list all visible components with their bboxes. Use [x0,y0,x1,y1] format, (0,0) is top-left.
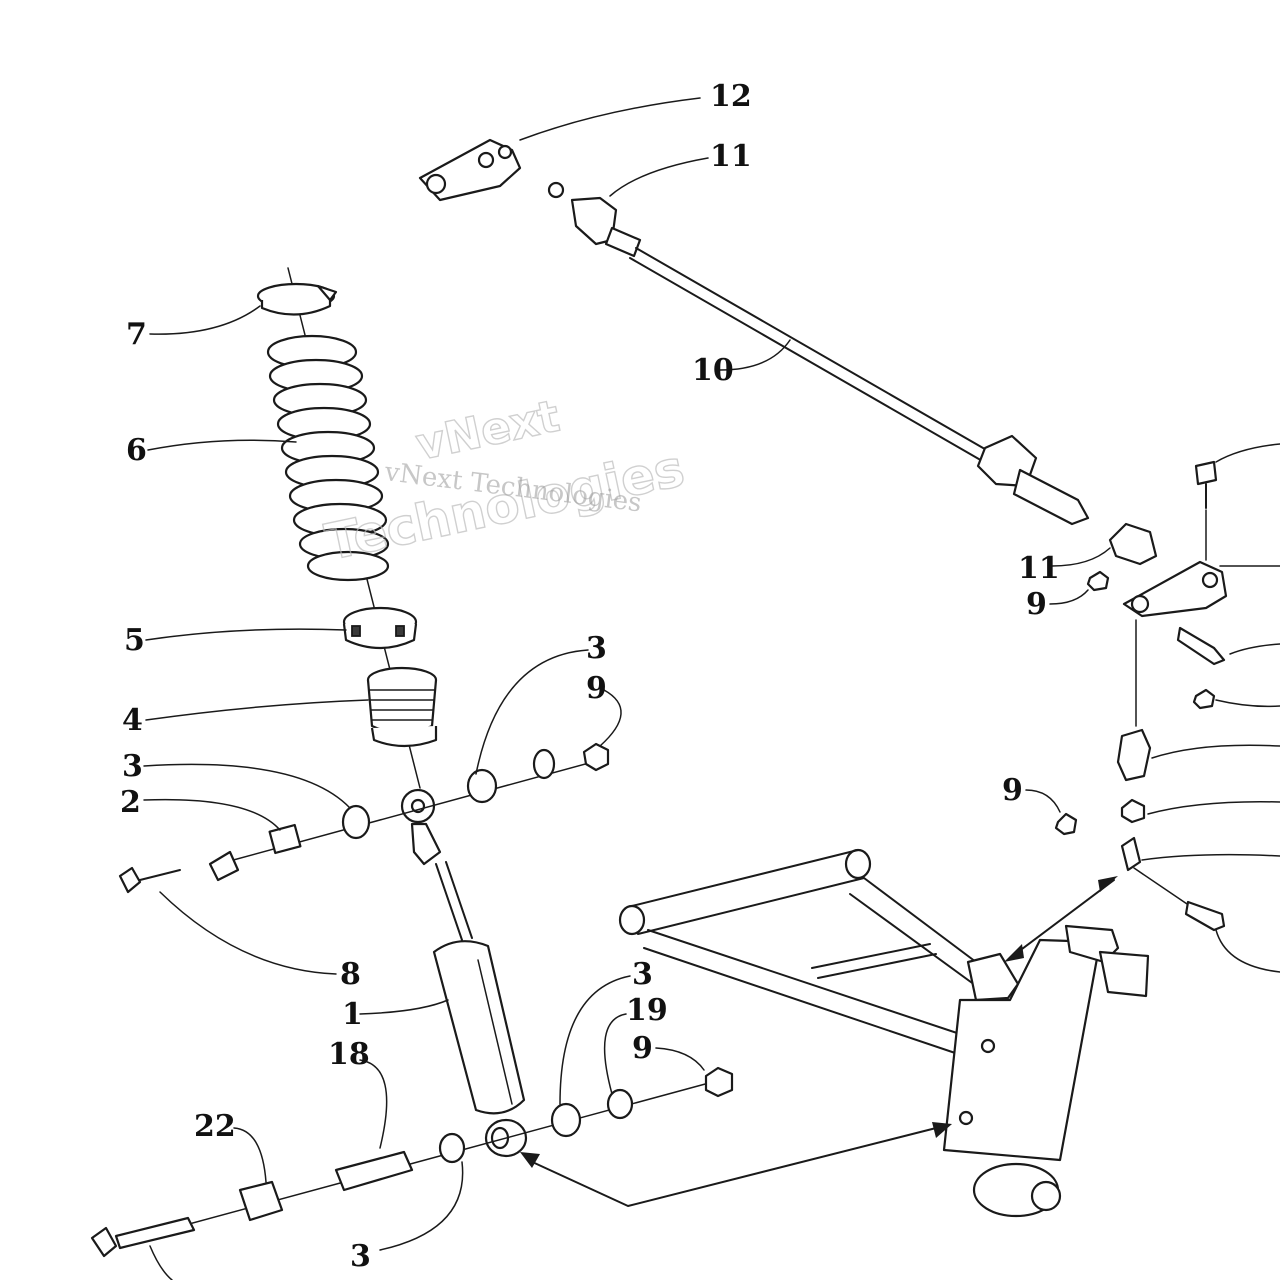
upright [942,938,1102,1162]
shock-assembly [90,267,734,1258]
callout-9: 9 [586,671,607,706]
callout-9: 9 [632,1031,653,1066]
spring-seat-5 [342,606,418,650]
callout-9: 9 [1002,773,1023,808]
callout-4: 4 [122,703,143,738]
callouts: 12 11 10 11 9 7 6 5 4 3 9 3 2 9 8 1 3 19… [120,79,1060,1274]
spacer-22 [238,1180,284,1222]
leader-lines [143,97,1280,1280]
nut-9-lower [704,1066,734,1098]
sleeve-18 [334,1150,414,1192]
callout-8: 8 [340,957,361,992]
callout-3: 3 [350,1239,371,1274]
callout-12: 12 [710,79,752,114]
coil-spring-6 [266,334,390,582]
callout-3: 3 [122,749,143,784]
bushing-3-lower-right [550,1102,582,1138]
callout-10: 10 [692,353,734,388]
callout-5: 5 [124,623,145,658]
watermark: vNext Technologies vNext Technologies [320,390,690,572]
callout-11: 11 [710,139,752,174]
shock-body-1 [432,940,526,1115]
callout-3: 3 [586,631,607,666]
callout-6: 6 [126,433,147,468]
callout-18: 18 [328,1037,370,1072]
bushing-3-lower-left [438,1132,466,1164]
watermark-line1: vNext [412,391,564,471]
rod-10 [635,247,991,453]
linkage-rod-assembly [418,138,1228,962]
callout-1: 1 [342,997,363,1032]
callout-19: 19 [626,993,668,1028]
bushing-3-left [341,804,371,840]
callout-3: 3 [632,957,653,992]
callout-9: 9 [1026,587,1047,622]
callout-22: 22 [194,1109,236,1144]
callout-7: 7 [126,317,147,352]
a-arm-frame [520,848,1150,1218]
link-plate-right [1122,560,1228,618]
boot-11-lower [1108,522,1158,566]
callout-11: 11 [1018,551,1060,586]
bushing-3-right [466,768,498,804]
washer-19 [606,1088,634,1120]
callout-2: 2 [120,785,141,820]
threaded-adjuster-4 [366,666,438,748]
